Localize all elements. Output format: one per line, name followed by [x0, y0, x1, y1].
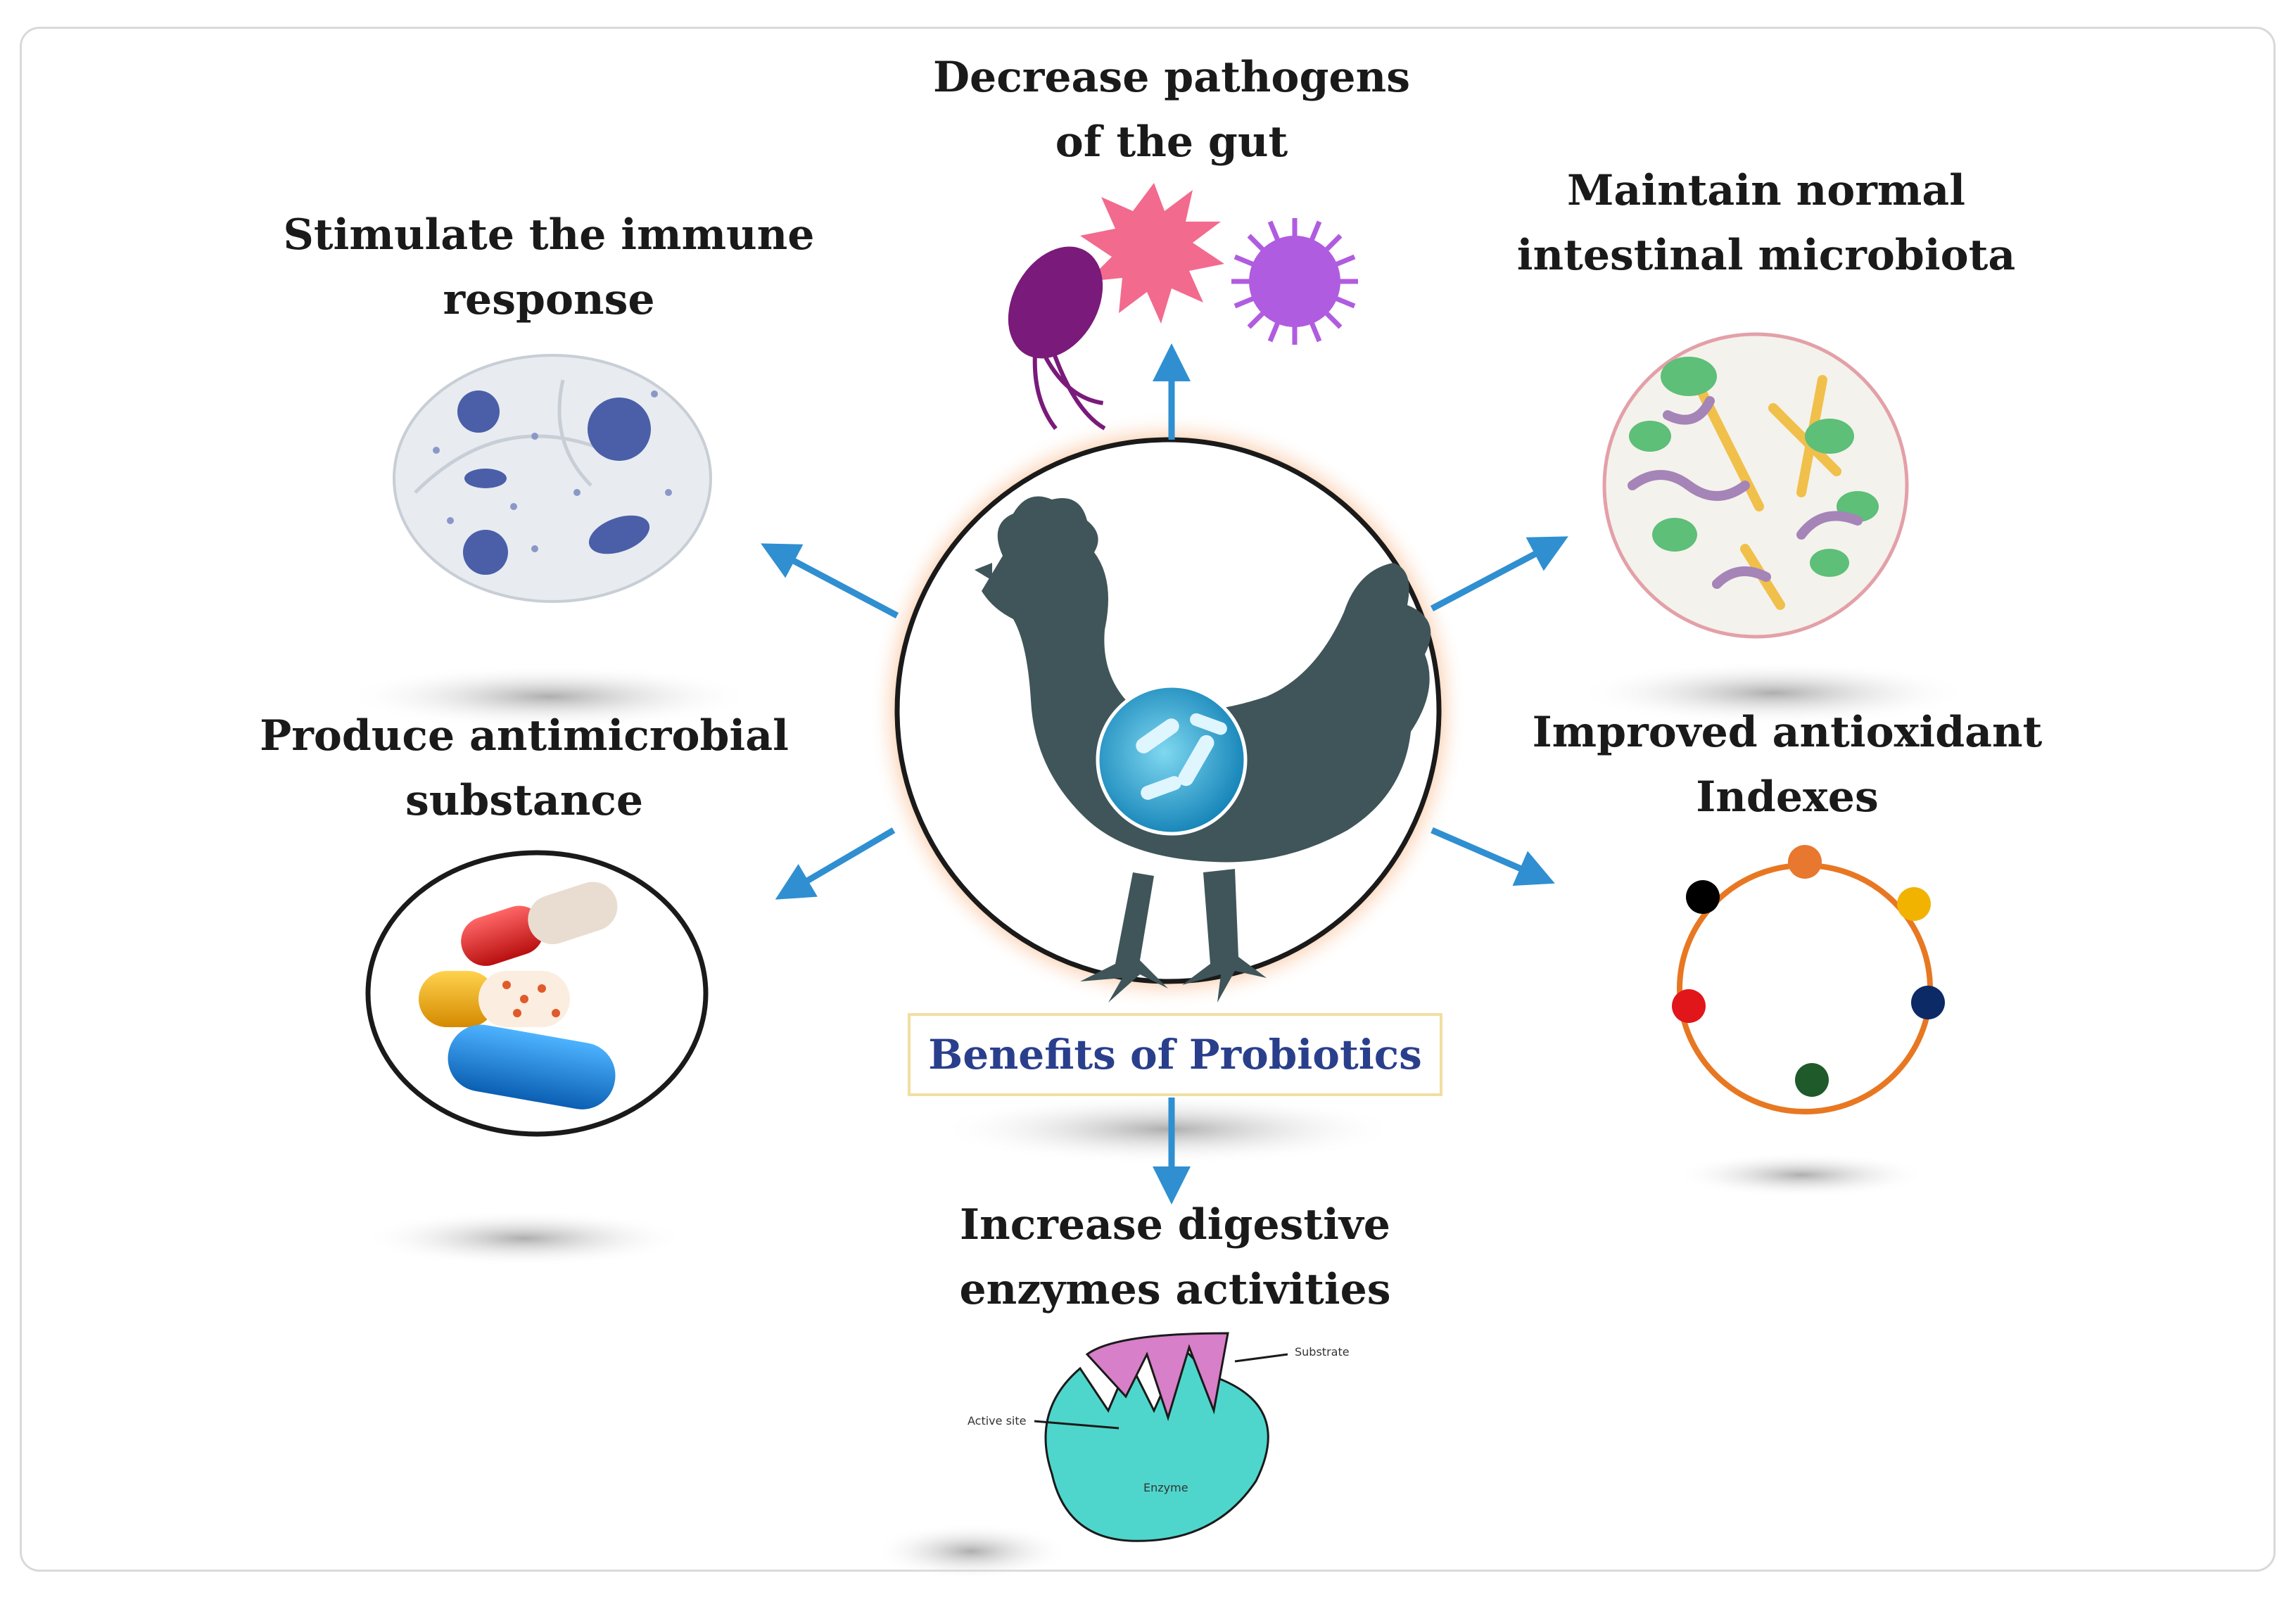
- label-digestive-enzymes: Increase digestive enzymes activities: [959, 1200, 1391, 1314]
- enzyme-substrate-icon: [1034, 1332, 1288, 1542]
- center-label-box: Benefits of Probiotics: [908, 1013, 1442, 1096]
- microbiota-icon: [1602, 332, 1909, 639]
- drop-shadows: [345, 661, 1970, 1579]
- capsules-icon: [365, 850, 709, 1137]
- enzyme-label: Enzyme: [1143, 1481, 1188, 1494]
- bacteria-icon: [1096, 684, 1248, 836]
- microbe-cluster-icon: [1008, 183, 1358, 431]
- antioxidant-ring-icon: [1672, 845, 1945, 1114]
- active-site-label: Active site: [968, 1414, 1027, 1427]
- substrate-label: Substrate: [1295, 1345, 1350, 1359]
- label-immune-response: Stimulate the immune response: [283, 210, 815, 324]
- label-maintain-microbiota: Maintain normal intestinal microbiota: [1516, 166, 2016, 280]
- center-label: Benefits of Probiotics: [928, 1031, 1422, 1079]
- label-antioxidant-indexes: Improved antioxidant Indexes: [1532, 708, 2043, 822]
- arrow-icon: [761, 343, 1568, 1204]
- label-decrease-pathogens: Decrease pathogens of the gut: [933, 53, 1410, 167]
- immune-cells-icon: [393, 354, 712, 603]
- label-antimicrobial-substance: Produce antimicrobial substance: [260, 711, 789, 825]
- chicken-icon: [975, 496, 1431, 1003]
